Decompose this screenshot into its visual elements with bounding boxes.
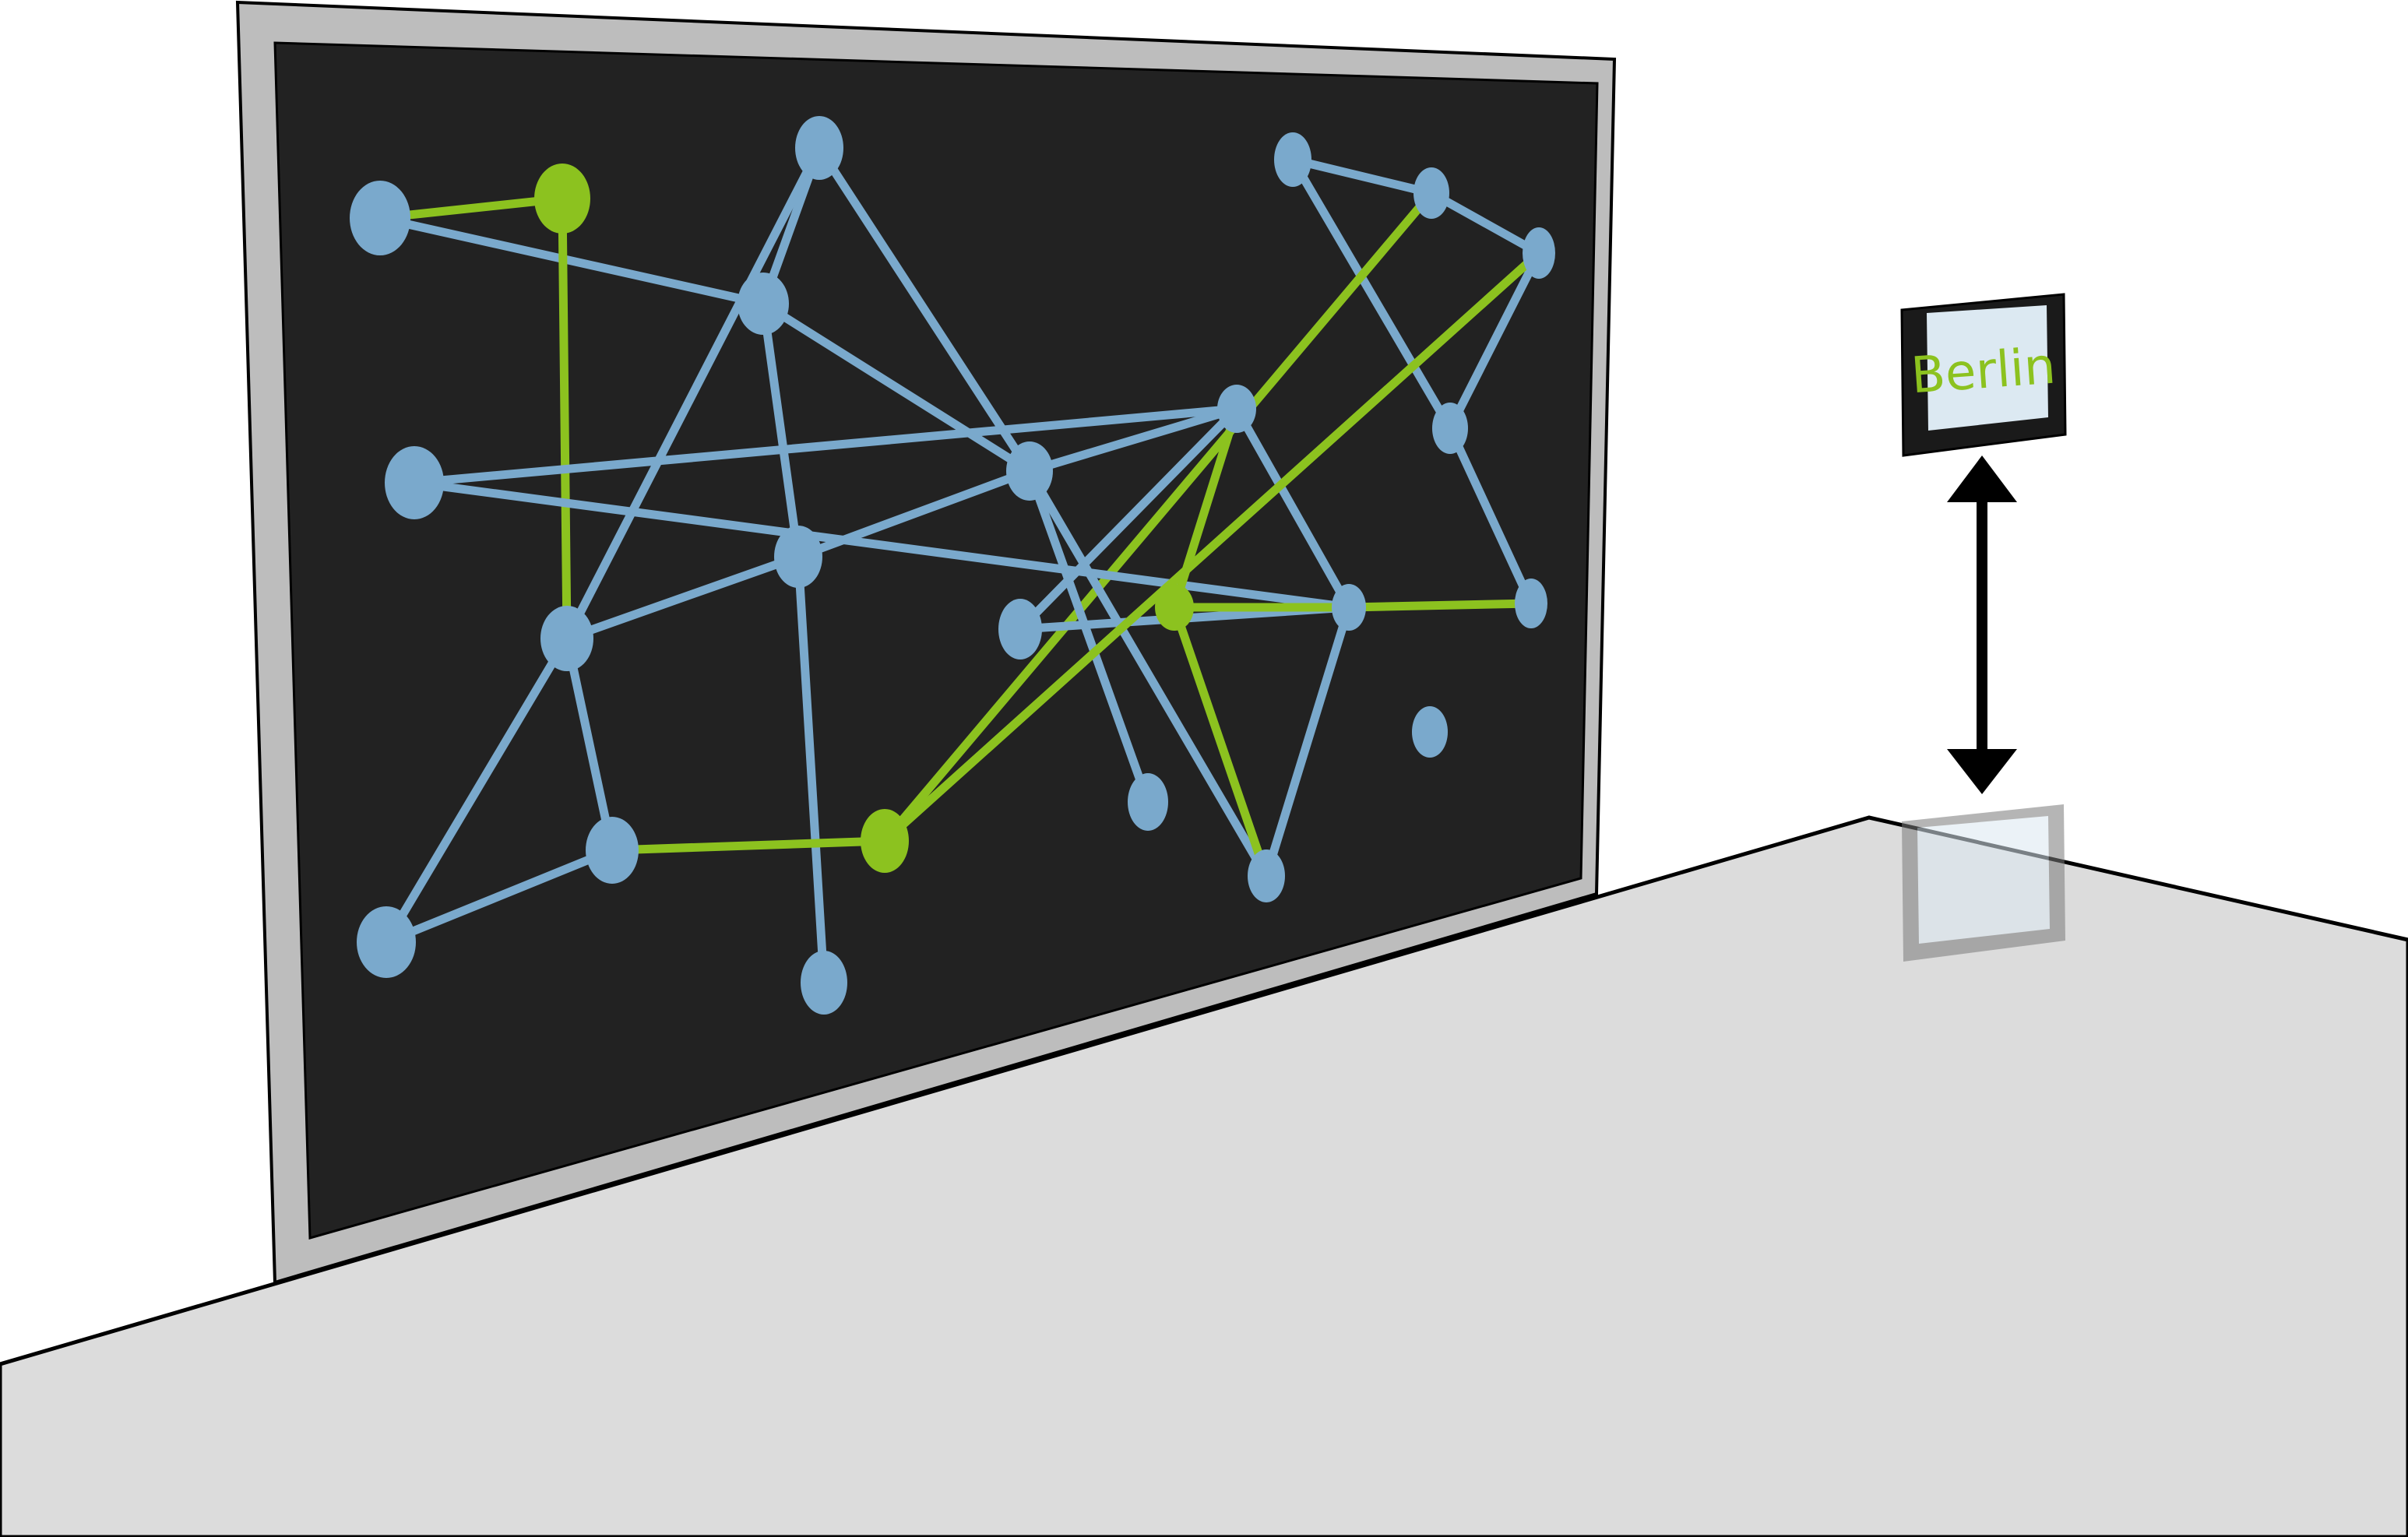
graph-node[interactable] <box>586 817 639 884</box>
graph-nodes <box>350 116 1555 1015</box>
graph-edge <box>759 299 1034 476</box>
graph-edge-highlight <box>375 194 567 223</box>
graph-edge-highlight <box>880 188 1436 846</box>
graph-edge <box>1445 424 1536 608</box>
graph-edge <box>382 634 572 947</box>
graph-edge <box>794 552 829 987</box>
graph-edge <box>375 213 768 308</box>
graph-edge <box>1025 466 1153 807</box>
graph-node[interactable] <box>1412 706 1448 758</box>
graph-node[interactable] <box>1128 773 1168 831</box>
graph-edge <box>1288 155 1436 198</box>
graph-node[interactable] <box>774 526 822 588</box>
graph-node[interactable] <box>350 181 410 255</box>
graph-edge <box>410 404 1241 487</box>
graph-edges <box>375 143 1544 987</box>
graph-node[interactable] <box>1217 385 1256 433</box>
graph-node[interactable] <box>1413 167 1449 219</box>
graph-edge-highlight <box>1170 603 1271 881</box>
graph-edge <box>1025 404 1241 476</box>
graph-node[interactable] <box>1515 579 1547 628</box>
tablet-ghost <box>1902 804 2065 962</box>
graph-edge <box>1427 188 1544 258</box>
graph-edge <box>1232 404 1354 612</box>
graph-edge <box>1445 248 1544 433</box>
tablet-label: Berlin <box>1910 338 2058 406</box>
floor <box>0 815 2408 1537</box>
graph-edge <box>1025 466 1271 881</box>
graph-edge-highlight <box>607 836 889 855</box>
graph-node-highlight[interactable] <box>534 164 590 234</box>
graph-node[interactable] <box>357 906 416 978</box>
graph-edge-highlight <box>558 194 572 643</box>
graph-node[interactable] <box>1432 403 1468 454</box>
graph-node[interactable] <box>795 116 843 180</box>
double-arrow <box>1947 455 2017 794</box>
graph-node[interactable] <box>738 273 789 335</box>
graph-edge <box>562 143 824 643</box>
graph-node[interactable] <box>1523 227 1555 279</box>
graph-node[interactable] <box>1332 584 1366 631</box>
graph-edge <box>1262 603 1354 881</box>
graph-edge <box>1016 404 1241 634</box>
graph-node[interactable] <box>1274 132 1311 187</box>
wall-display-screen <box>273 41 1599 1240</box>
graph-edge <box>410 478 1354 612</box>
tablet-ghost-screen <box>1917 816 2050 944</box>
graph-node[interactable] <box>1006 441 1053 501</box>
graph-edge-highlight <box>1344 599 1536 612</box>
graph-node[interactable] <box>540 606 593 671</box>
graph-edge <box>562 552 803 643</box>
graph-node-highlight[interactable] <box>1155 584 1194 631</box>
graph-edge <box>794 466 1034 561</box>
graph-edge <box>759 299 803 561</box>
arrow-head-down <box>1947 749 2017 794</box>
graph-node[interactable] <box>385 446 444 519</box>
arrow-head-up <box>1947 455 2017 502</box>
graph-node-highlight[interactable] <box>861 809 909 873</box>
graph-node[interactable] <box>801 951 847 1015</box>
graph-node[interactable] <box>998 599 1042 659</box>
graph-edge-highlight <box>880 248 1544 846</box>
tablet-screen <box>1927 305 2048 431</box>
graph-edge <box>562 634 617 855</box>
graph-edge <box>1288 155 1455 433</box>
tablet[interactable]: Berlin <box>1900 293 2067 457</box>
graph-node[interactable] <box>1248 849 1285 902</box>
graph-edge <box>382 846 617 947</box>
graph-edge <box>815 143 1034 476</box>
